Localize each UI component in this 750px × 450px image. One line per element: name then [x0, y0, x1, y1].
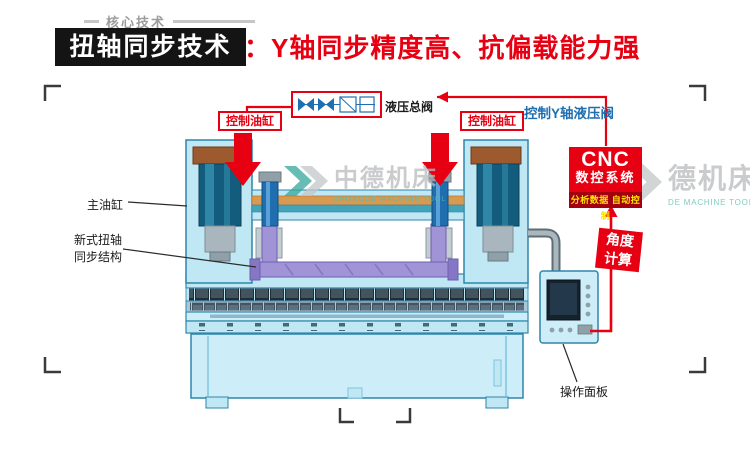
angle-calc-line2: 计算	[603, 249, 633, 269]
torsion-shaft-structure	[249, 223, 459, 281]
corner-brackets	[43, 84, 707, 424]
machine-base	[190, 333, 524, 409]
operation-panel-graphic	[539, 270, 599, 344]
cnc-caption: 分析数据 自动控制	[569, 192, 642, 221]
label-hydraulic-main-valve: 液压总阀	[385, 100, 434, 114]
main-cylinder-right	[470, 146, 522, 262]
watermark-name: 中德机床	[334, 165, 438, 192]
pointer-lines	[122, 201, 578, 383]
cnc-title: CNC	[581, 148, 630, 171]
label-torsion-structure: 新式扭轴 同步结构	[74, 232, 122, 266]
hydraulic-valve-assembly	[291, 91, 382, 118]
cnc-subtitle: 数控系统	[575, 170, 636, 185]
watermark-text: 德机床 DE MACHINE TOOL	[668, 157, 750, 207]
label-operation-panel: 操作面板	[560, 385, 609, 399]
main-cylinder-left	[192, 146, 246, 262]
watermark-caption: ZHONGDE MACHINE TOOL	[334, 194, 447, 203]
cnc-system-box: CNC 数控系统 分析数据 自动控制	[569, 147, 642, 221]
watermark-center: 中德机床 ZHONGDE MACHINE TOOL	[284, 158, 446, 203]
label-control-cylinder-right: 控制油缸	[460, 111, 525, 131]
pipe-to-panel	[528, 228, 561, 272]
tagline-dash-left	[84, 20, 99, 23]
label-control-cylinder-left: 控制油缸	[218, 111, 283, 131]
label-torsion-line1: 新式扭轴	[74, 233, 123, 247]
page-subtitle: ：Y轴同步精度高、抗偏载能力强	[244, 33, 641, 63]
watermark-logo-icon	[284, 165, 328, 196]
label-control-y-valve: 控制Y轴液压阀	[524, 106, 615, 121]
pressure-arrows	[225, 133, 458, 186]
machine-bed	[185, 311, 529, 334]
page-title: 扭轴同步技术	[55, 28, 246, 66]
watermark-name: 德机床	[668, 163, 750, 194]
label-torsion-line2: 同步结构	[74, 250, 123, 264]
crossbar	[251, 189, 465, 221]
label-main-cylinder: 主油缸	[87, 198, 124, 212]
tagline-dash-right	[173, 20, 256, 23]
angle-calc-box: 角度 计算	[595, 227, 643, 273]
watermark-caption: DE MACHINE TOOL	[668, 198, 750, 207]
tagline-text: 核心技术	[106, 15, 167, 30]
core-tech-tagline: 核心技术	[84, 12, 256, 31]
control-cylinder-left-assembly	[258, 171, 282, 227]
watermark-text: 中德机床 ZHONGDE MACHINE TOOL	[334, 158, 446, 203]
